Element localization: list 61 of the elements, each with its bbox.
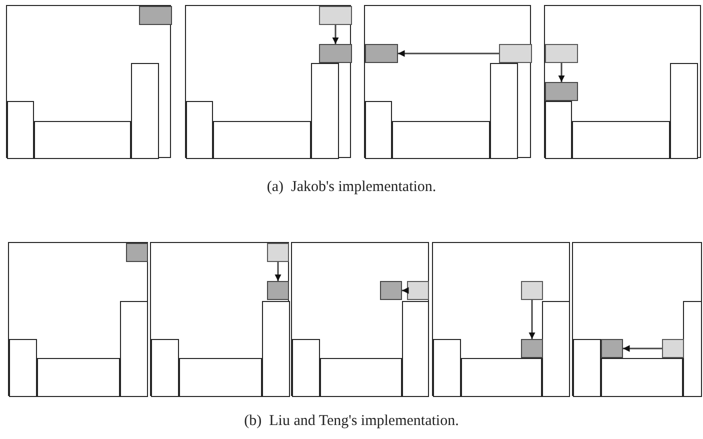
placed-rectangle (186, 101, 213, 159)
previous-position-rectangle (319, 6, 352, 25)
current-position-rectangle (521, 339, 543, 358)
arrow (274, 262, 282, 281)
arrow (398, 50, 499, 57)
previous-position-rectangle (545, 44, 578, 63)
placed-rectangle (573, 339, 601, 397)
current-position-rectangle (319, 44, 352, 63)
figure-caption: (a) Jakob's implementation. (266, 178, 436, 197)
arrow (623, 345, 662, 352)
placed-rectangle (392, 121, 490, 159)
previous-position-rectangle (521, 281, 543, 300)
bin-panel (6, 5, 171, 158)
placed-rectangle (151, 339, 179, 397)
bin-panel (432, 242, 570, 396)
placed-rectangle (179, 358, 262, 397)
bin-panel (291, 242, 429, 396)
placed-rectangle (292, 339, 320, 397)
bin-panel (544, 5, 701, 158)
bin-panel (150, 242, 289, 396)
bin-panel (8, 242, 148, 396)
current-position-rectangle (365, 44, 398, 63)
placed-rectangle (7, 101, 34, 159)
current-position-rectangle (139, 6, 172, 25)
current-position-rectangle (380, 281, 402, 300)
previous-position-rectangle (499, 44, 532, 63)
placed-rectangle (572, 121, 670, 159)
arrow (402, 287, 409, 294)
arrow (558, 63, 565, 82)
placed-rectangle (131, 63, 159, 159)
figure-caption: (b) Liu and Teng's implementation. (244, 412, 459, 431)
current-position-rectangle (126, 243, 148, 262)
placed-rectangle (490, 63, 518, 159)
placed-rectangle (262, 301, 290, 397)
placed-rectangle (320, 358, 402, 397)
placed-rectangle (9, 339, 37, 397)
placed-rectangle (601, 358, 683, 397)
arrow (332, 25, 339, 44)
placed-rectangle (461, 358, 542, 397)
placed-rectangle (311, 63, 339, 159)
current-position-rectangle (267, 281, 289, 300)
placed-rectangle (37, 358, 120, 397)
placed-rectangle (402, 301, 429, 397)
placed-rectangle (545, 101, 572, 159)
current-position-rectangle (601, 339, 623, 358)
current-position-rectangle (545, 82, 578, 101)
placed-rectangle (542, 301, 570, 397)
placed-rectangle (433, 339, 461, 397)
bin-panel (572, 242, 702, 396)
bin-panel (185, 5, 351, 158)
previous-position-rectangle (267, 243, 289, 262)
placed-rectangle (683, 301, 702, 397)
placed-rectangle (670, 63, 698, 159)
arrow (528, 300, 536, 339)
bin-panel (364, 5, 531, 158)
placed-rectangle (365, 101, 392, 159)
previous-position-rectangle (407, 281, 429, 300)
placed-rectangle (213, 121, 311, 159)
placed-rectangle (34, 121, 131, 159)
previous-position-rectangle (662, 339, 684, 358)
placed-rectangle (120, 301, 148, 397)
